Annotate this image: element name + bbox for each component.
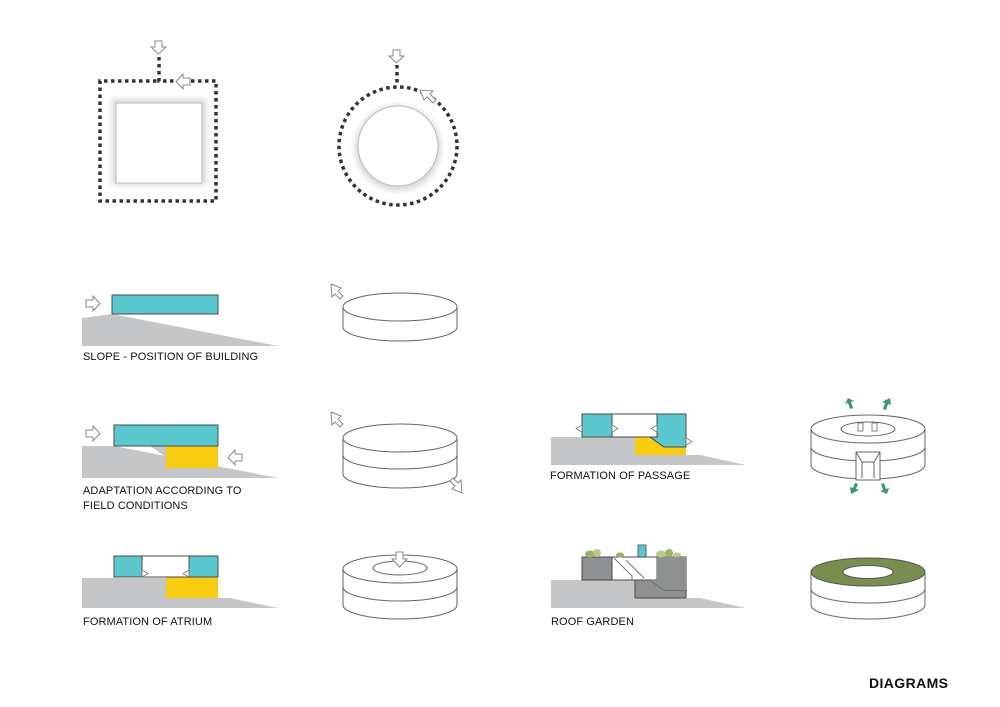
label-slope: SLOPE - POSITION OF BUILDING [83,351,259,363]
adaptation-section-diagram [82,424,278,478]
label-roof-garden: ROOF GARDEN [551,616,634,628]
page-title: DIAGRAMS [869,675,949,691]
arrow-diagonal-icon [330,283,344,300]
arrow-diagonal-icon [449,477,463,494]
label-adaptation-line2: FIELD CONDITIONS [83,500,188,512]
roof-garden-section-diagram [551,544,746,608]
green-arrow-icon [845,398,854,409]
label-atrium: FORMATION OF ATRIUM [83,616,213,628]
arrow-right-icon [85,294,101,313]
disc-ring-diagram [342,551,458,620]
disc-double-diagram [330,411,463,494]
green-arrow-icon [850,483,859,494]
disc-single-diagram [330,283,458,342]
label-adaptation-line1: ADAPTATION ACCORDING TO [83,485,242,497]
square-concept-diagram [98,40,218,203]
green-arrow-icon [880,483,889,494]
passage-section-diagram [551,413,746,465]
slope-section-diagram [82,294,278,346]
arrow-diagonal-icon [419,89,437,104]
green-arrow-icon [882,398,891,410]
atrium-section-diagram [82,555,278,608]
arrow-down-icon [387,49,406,64]
plant-icon [585,549,681,558]
arrow-left-icon [227,448,243,467]
arrow-diagonal-icon [330,411,344,428]
arrow-down-icon [149,40,168,55]
circle-concept-diagram [337,49,459,207]
arrow-right-icon [85,424,101,443]
label-passage: FORMATION OF PASSAGE [550,470,691,482]
disc-roof-garden-diagram [810,557,926,620]
arrow-down-icon [390,551,409,568]
arrow-left-icon [175,72,191,91]
disc-passage-diagram [810,398,926,494]
